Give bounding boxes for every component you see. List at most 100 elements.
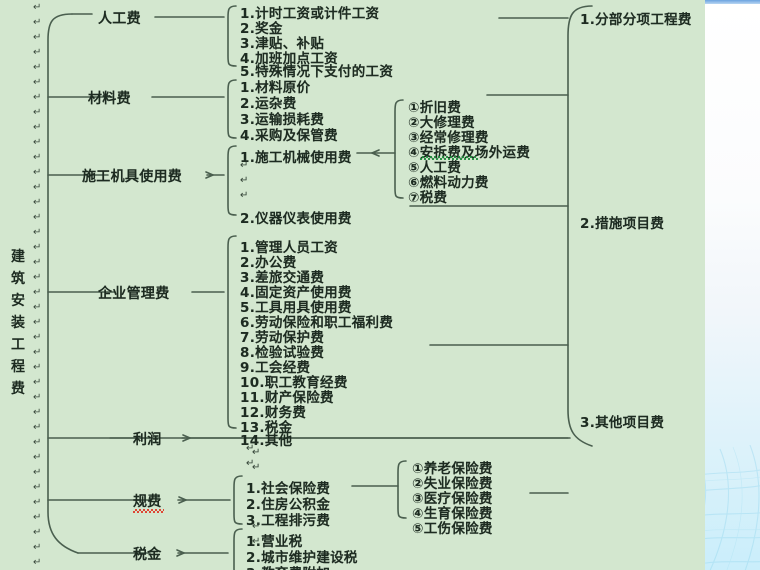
list-item[interactable]: 2.运杂费 [240,96,297,112]
list-item[interactable]: 13.税金 [240,420,293,436]
list-item[interactable]: 10.职工教育经费 [240,375,348,391]
list-item[interactable]: 3.教育费附加 [246,562,330,570]
list-item[interactable]: 4.采购及保管费 [240,128,338,144]
paragraph-mark-column: ↵↵↵↵↵↵↵↵↵↵↵↵↵↵↵↵↵↵↵↵↵↵↵↵↵↵↵↵↵↵↵↵↵↵↵↵↵↵ [33,2,49,570]
branch-label-labor[interactable]: 人工费 [98,11,141,27]
paragraph-mark: ↵ [33,212,42,223]
paragraph-mark: ↵ [33,482,42,493]
list-item[interactable]: 3.差旅交通费 [240,270,325,286]
list-item[interactable]: 3.津贴、补贴 [240,36,325,52]
list-item[interactable]: ③经常修理费 [408,130,489,146]
root-title-char: 筑 [11,271,25,287]
paragraph-mark: ↵ [33,302,42,313]
list-item[interactable]: ⑥燃料动力费 [408,175,489,191]
paragraph-mark: ↵ [33,437,42,448]
paragraph-mark: ↵ [33,332,42,343]
paragraph-mark: ↵ [33,257,42,268]
list-item[interactable]: 9.工会经费 [240,360,311,376]
list-item[interactable]: 1.材料原价 [240,80,311,96]
branch-label-machinery[interactable]: 施工机具使用费 [82,169,183,185]
paragraph-mark: ↵ [240,160,249,171]
paragraph-mark: ↵ [33,197,42,208]
list-item[interactable]: 6.劳动保险和职工福利费 [240,315,394,331]
list-item[interactable]: 12.财务费 [240,405,307,421]
list-item[interactable]: 1.管理人员工资 [240,240,338,256]
paragraph-mark: ↵ [252,536,261,547]
branch-label-enterprise[interactable]: 企业管理费 [98,286,170,302]
paragraph-mark: ↵ [33,182,42,193]
right-column-item-1[interactable]: 1.分部分项工程费 [580,12,692,28]
branch-label-material[interactable]: 材料费 [88,91,131,107]
paragraph-mark: ↵ [240,175,249,186]
list-item[interactable]: 14.其他 [240,433,293,449]
paragraph-mark: ↵ [33,242,42,253]
paragraph-mark: ↵ [33,362,42,373]
paragraph-mark: ↵ [33,272,42,283]
spellcheck-underline-statutory [133,509,164,513]
paragraph-mark: ↵ [33,392,42,403]
paragraph-mark: ↵ [252,447,261,458]
paragraph-mark: ↵ [252,462,261,473]
branch-label-profit[interactable]: 利润 [133,432,162,448]
list-item[interactable]: 4.加班加点工资 [240,51,338,67]
connector-lines [47,5,593,570]
branch-label-tax[interactable]: 税金 [133,547,162,563]
paragraph-mark: ↵ [33,77,42,88]
list-item[interactable]: 2.仪器仪表使用费 [240,211,352,227]
list-item[interactable]: ⑤人工费 [408,160,462,176]
root-title-char: 装 [11,315,25,331]
paragraph-mark: ↵ [33,122,42,133]
list-item[interactable]: ⑤工伤保险费 [412,521,493,537]
list-item[interactable]: ②大修理费 [408,115,475,131]
paragraph-mark: ↵ [33,347,42,358]
paragraph-mark: ↵ [33,287,42,298]
list-item[interactable]: 5.特殊情况下支付的工资 [240,64,394,80]
paragraph-mark: ↵ [33,47,42,58]
list-item[interactable]: 7.劳动保护费 [240,330,325,346]
list-item[interactable]: 1.计时工资或计件工资 [240,6,380,22]
list-item[interactable]: 3.工程排污费 [246,513,331,529]
list-item[interactable]: 1.社会保险费 [246,481,331,497]
root-title-char: 程 [11,359,25,375]
paragraph-mark: ↵ [33,452,42,463]
paragraph-mark: ↵ [33,32,42,43]
paragraph-mark: ↵ [33,2,42,13]
list-item[interactable]: 5.工具用具使用费 [240,300,352,316]
paragraph-mark: ↵ [33,557,42,568]
list-item[interactable]: 11.财产保险费 [240,390,334,406]
paragraph-mark: ↵ [33,527,42,538]
list-item[interactable]: 1.营业税 [246,534,303,550]
root-title-char: 工 [11,337,25,353]
list-item[interactable]: ④生育保险费 [412,506,493,522]
list-item[interactable]: ①养老保险费 [412,461,493,477]
list-item[interactable]: 3.运输损耗费 [240,112,325,128]
list-item[interactable]: 1.施工机械使用费 [240,150,352,166]
list-item[interactable]: 2.奖金 [240,21,283,37]
grammarcheck-underline-dismantling [420,156,478,160]
paragraph-mark: ↵ [33,542,42,553]
root-title-char: 安 [11,293,25,309]
list-item[interactable]: 2.住房公积金 [246,497,331,513]
decorative-swirl-icon [705,445,760,570]
document-body: ↵↵↵↵↵↵↵↵↵↵↵↵↵↵↵↵↵↵↵↵↵↵↵↵↵↵↵↵↵↵↵↵↵↵↵↵↵↵ 建… [0,0,705,570]
list-item[interactable]: ①折旧费 [408,100,462,116]
list-item[interactable]: ③医疗保险费 [412,491,493,507]
list-item[interactable]: 2.城市维护建设税 [246,550,358,566]
list-item[interactable]: 8.检验试验费 [240,345,325,361]
list-item[interactable]: 4.固定资产使用费 [240,285,352,301]
paragraph-mark: ↵ [252,521,261,532]
top-accent-bar [705,0,760,4]
paragraph-mark: ↵ [240,190,249,201]
paragraph-mark: ↵ [33,152,42,163]
slide-side-panel [705,0,760,570]
root-title-char: 费 [11,381,25,397]
right-column-item-2[interactable]: 2.措施项目费 [580,216,665,232]
right-column-item-3[interactable]: 3.其他项目费 [580,415,665,431]
list-item[interactable]: ⑦税费 [408,190,448,206]
list-item[interactable]: ②失业保险费 [412,476,493,492]
paragraph-mark: ↵ [33,497,42,508]
list-item[interactable]: 2.办公费 [240,255,297,271]
branch-label-statutory[interactable]: 规费 [133,494,162,510]
paragraph-mark: ↵ [33,227,42,238]
